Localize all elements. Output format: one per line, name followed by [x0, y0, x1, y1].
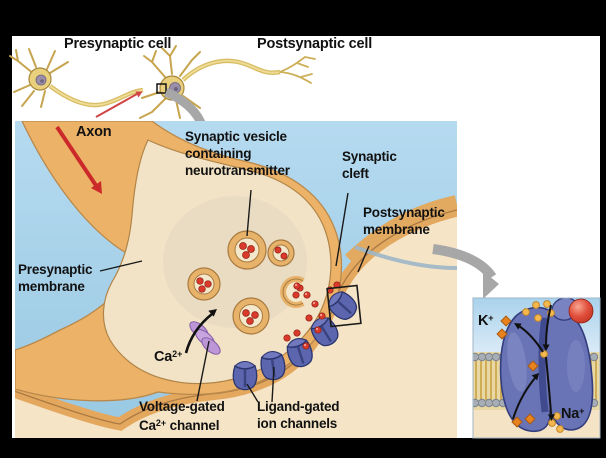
ion-arrowheads [514, 323, 555, 421]
calcium-entry-arrow [184, 309, 217, 354]
sodium-ions [522, 300, 564, 433]
ligand-gated-pointer-line-2 [271, 366, 275, 403]
synaptic-vesicle-label-line2: containing [185, 146, 252, 161]
zoom-arrow-to-inset [432, 244, 499, 299]
ligand-gated-pointer-line-1 [246, 383, 259, 403]
voltage-gated-label-line2-sup: 2+ [155, 418, 167, 428]
potassium-ions [496, 315, 539, 428]
calcium-ion-label-base: Ca [154, 349, 173, 365]
presynaptic-neuron-nucleolus [40, 79, 44, 83]
presynaptic-cell-label: Presynaptic cell [64, 36, 172, 52]
synaptic-cleft-label-line1: Synaptic [342, 149, 397, 164]
sodium-in-arrow-top [545, 304, 552, 346]
sodium-through-arrow [545, 356, 552, 415]
synaptic-cleft-label-line2: cleft [342, 166, 369, 181]
presynaptic-membrane-pointer-line [99, 260, 143, 272]
cleft-pointer-line [335, 192, 349, 267]
synaptic-vesicle-label-line3: neurotransmitter [185, 163, 290, 178]
postsynaptic-axon-branches [279, 56, 316, 84]
postsynaptic-cell-interior [15, 210, 457, 438]
fused-vesicle [280, 276, 305, 308]
postsynaptic-membrane-pointer-line [357, 245, 370, 273]
ligand-channel [327, 290, 358, 320]
calcium-ion-label: Ca2+ [154, 346, 182, 366]
voltage-gated-ca-channel [189, 321, 221, 355]
potassium-up-arrow [512, 377, 536, 420]
vesicle [187, 267, 221, 301]
voltage-gated-pointer-line [196, 340, 210, 402]
presynaptic-membrane-label-line2: membrane [18, 279, 85, 294]
sodium-ion-label-sup: + [579, 406, 585, 416]
postsynaptic-neuron-dendrites [139, 45, 201, 119]
ligand-channel [232, 360, 258, 391]
inset-border [472, 297, 601, 439]
ligand-gated-label-line2: ion channels [257, 416, 338, 431]
synaptic-vesicle-label-line1: Synaptic vesicle [185, 129, 287, 144]
channel-highlight-right [567, 340, 585, 392]
sodium-ion-label: Na+ [561, 403, 584, 423]
potassium-ion-label-base: K [478, 313, 489, 329]
zoom-source-box [156, 83, 167, 94]
voltage-gated-label-line2: Ca2+ channel [139, 415, 225, 434]
presynaptic-membrane-label: Presynaptic membrane [18, 261, 93, 295]
synaptic-vesicles [187, 230, 305, 335]
neuron-overview [9, 45, 316, 119]
voltage-gated-label-line1: Voltage-gated [139, 399, 225, 414]
synaptic-vesicle-label: Synaptic vesicle containing neurotransmi… [185, 128, 290, 179]
sodium-ion-label-base: Na [561, 406, 580, 422]
main-synapse-panel [15, 121, 457, 438]
postsynaptic-neuron-nucleolus [174, 87, 178, 91]
vesicle-pointer-line [246, 189, 252, 237]
channel-pore [538, 317, 549, 413]
vesicle [232, 297, 270, 335]
synaptic-cleft-label: Synaptic cleft [342, 148, 397, 182]
postsynaptic-surface-fold [354, 245, 457, 270]
voltage-gated-label-line2-base: Ca [139, 418, 156, 433]
potassium-out-arrow [518, 325, 544, 353]
axon-direction-arrow [55, 125, 102, 194]
neurotransmitter-molecules [283, 281, 341, 350]
zoom-target-box [326, 284, 362, 328]
vesicle [267, 239, 295, 267]
ligand-gated-channels-label: Ligand-gated ion channels [257, 398, 340, 432]
postsynaptic-cell-label: Postsynaptic cell [257, 36, 373, 52]
presynaptic-neuron-dendrites [9, 48, 69, 108]
impulse-arrow [95, 91, 143, 118]
calcium-ion-label-sup: 2+ [172, 349, 183, 359]
channel-highlight-left [507, 332, 527, 392]
postsynaptic-membrane-label-line2: membrane [363, 222, 430, 237]
inset-panel [473, 298, 600, 438]
presynaptic-neuron-axon-core [49, 85, 144, 106]
potassium-ion-label: K+ [478, 310, 494, 330]
axon-label: Axon [76, 124, 112, 140]
bound-neurotransmitter [568, 298, 594, 324]
postsynaptic-membrane-label-line1: Postsynaptic [363, 205, 445, 220]
ion-flow-arrows [512, 304, 552, 420]
postsynaptic-neuron-axon-core [182, 59, 281, 81]
presynaptic-membrane-label-line1: Presynaptic [18, 262, 93, 277]
vesicle [227, 230, 267, 270]
voltage-gated-channel-label: Voltage-gated Ca2+ channel [139, 398, 225, 434]
potassium-ion-label-sup: + [488, 313, 494, 323]
postsynaptic-membrane-label: Postsynaptic membrane [363, 204, 445, 238]
ligand-channel [260, 351, 286, 381]
pointer-lines [99, 189, 370, 403]
voltage-gated-label-line2-rest: channel [166, 418, 220, 433]
ligand-gated-label-line1: Ligand-gated [257, 399, 340, 414]
